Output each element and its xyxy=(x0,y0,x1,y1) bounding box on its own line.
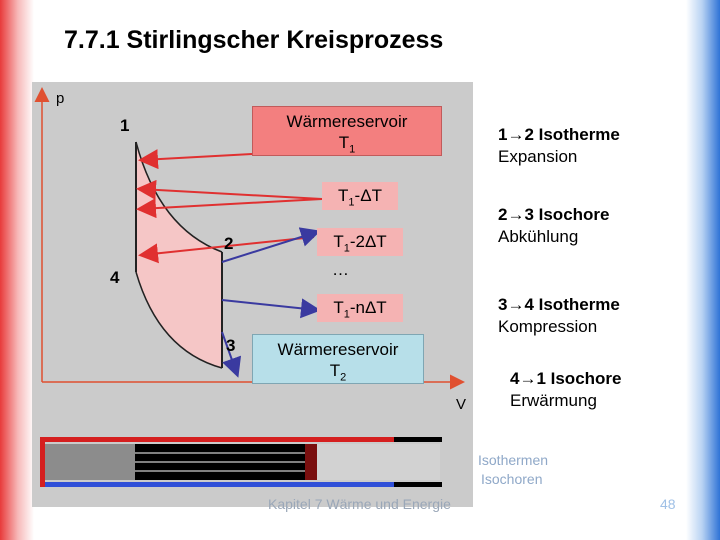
pv-diagram xyxy=(34,87,465,487)
cylinder-illustration xyxy=(40,437,442,487)
page-number: 48 xyxy=(660,496,676,512)
temp-box-1: T1-ΔT xyxy=(322,182,398,210)
temp-box-2: T1-2ΔT xyxy=(317,228,403,256)
cold-reservoir-box: Wärmereservoir T2 xyxy=(252,334,424,384)
heat-arrow-cold-2 xyxy=(221,298,321,319)
v-axis-label: V xyxy=(456,396,467,413)
hot-reservoir-title: Wärmereservoir xyxy=(286,112,408,131)
point-2-label: 2 xyxy=(224,234,234,253)
temp-box-n: T1-nΔT xyxy=(317,294,403,322)
cold-reservoir-temp: T2 xyxy=(329,361,347,384)
cold-reservoir-title: Wärmereservoir xyxy=(277,340,399,359)
slide-title: 7.7.1 Stirlingscher Kreisprozess xyxy=(64,26,444,54)
slide-footer: Kapitel 7 Wärme und Energie xyxy=(268,496,451,512)
heat-arrow-cold-1 xyxy=(221,227,321,263)
point-4-label: 4 xyxy=(110,268,120,287)
p-axis-label: p xyxy=(56,90,65,107)
heat-arrow-hot xyxy=(138,149,253,170)
ellipsis: … xyxy=(332,260,349,279)
hot-reservoir-box: Wärmereservoir T1 xyxy=(252,106,442,156)
heat-arrow-dt3 xyxy=(138,236,315,264)
point-3-label: 3 xyxy=(226,336,236,355)
cycle-area xyxy=(136,142,222,368)
point-1-label: 1 xyxy=(120,116,130,135)
legend-isothermen: Isothermen xyxy=(478,452,549,468)
heat-arrow-dt2 xyxy=(136,198,323,219)
heat-arrow-cold-3 xyxy=(221,331,242,378)
hot-reservoir-temp: T1 xyxy=(338,133,356,156)
isotherm-cold xyxy=(135,271,223,369)
heat-arrow-dt1 xyxy=(136,179,323,200)
pv-diagram-panel: p V 1 2 3 4 Wärmereservoir T1 T1-ΔT T1-2… xyxy=(32,82,473,507)
legend-isochoren: Isochoren xyxy=(481,471,543,487)
